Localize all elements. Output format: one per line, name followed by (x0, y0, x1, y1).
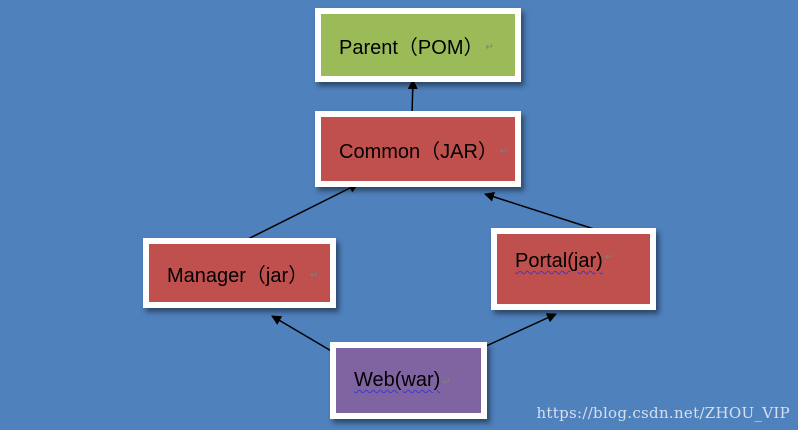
node-web-war: Web(war) ↵ (330, 342, 487, 419)
return-mark-icon: ↵ (499, 145, 509, 157)
return-mark-icon: ↵ (604, 252, 614, 263)
edge-common-to-parent (407, 79, 418, 115)
node-common-label: Common（JAR） (339, 140, 498, 163)
edge-manager-to-common (243, 183, 359, 242)
edge-web-to-manager (271, 315, 334, 353)
return-mark-icon: ↵ (310, 269, 319, 281)
node-web-label: Web(war) (354, 369, 441, 391)
node-portal-jar: Portal(jar) ↵ (491, 228, 656, 310)
return-mark-icon: ↵ (442, 377, 451, 388)
node-parent-pom: Parent（POM） ↵ (315, 8, 521, 82)
node-manager-label: Manager（jar） (167, 264, 309, 287)
return-mark-icon: ↵ (485, 41, 494, 53)
node-manager-jar: Manager（jar） ↵ (143, 238, 336, 308)
node-portal-label: Portal(jar) (515, 250, 603, 272)
edge-portal-to-common (484, 191, 595, 230)
watermark-url: https://blog.csdn.net/ZHOU_VIP (536, 404, 790, 422)
node-parent-label: Parent（POM） (339, 36, 484, 59)
node-common-jar: Common（JAR） ↵ (315, 111, 521, 187)
